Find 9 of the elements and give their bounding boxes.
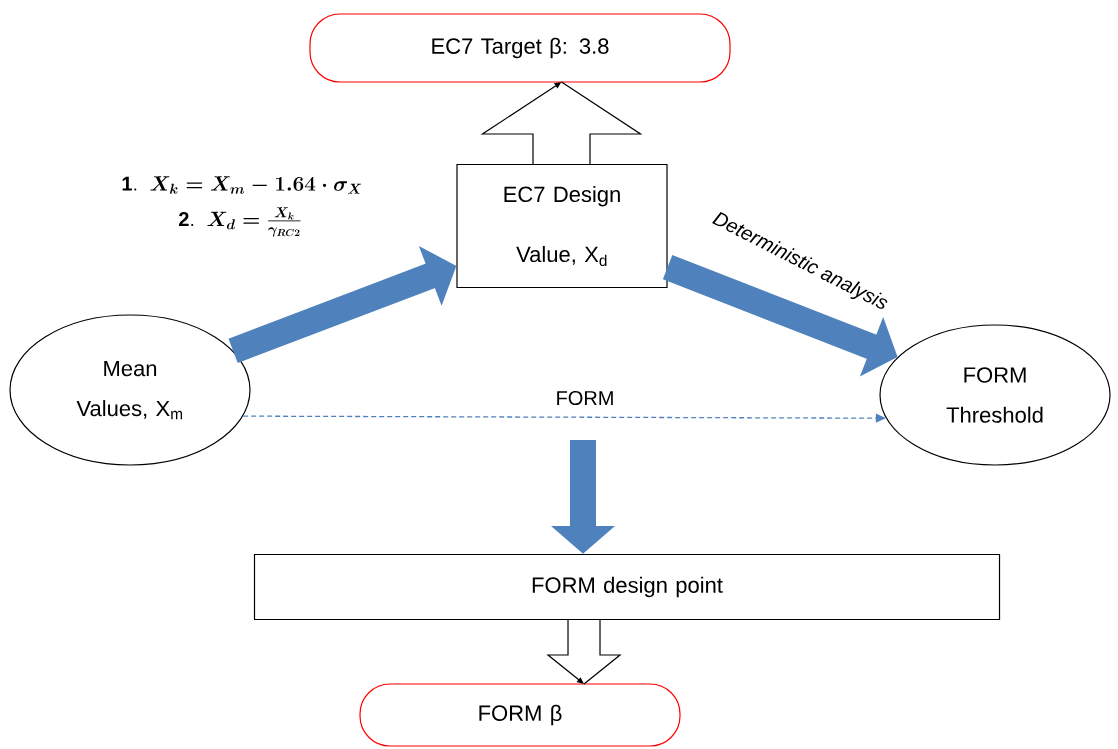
- rounded-box: EC7 Target β: 3.8: [309, 13, 731, 83]
- process-box: EC7 Design Value, X$_{d}$: [456, 163, 668, 289]
- process-box: FORM design point: [253, 553, 1001, 621]
- edge-label: FORM: [554, 389, 616, 407]
- hollow-arrow: [546, 618, 622, 685]
- hollow-arrow: [480, 81, 643, 166]
- formula: $\mathbf{2.}\;\; \boldsymbol{X_d = \frac{X_k}{\gamma_{RC2}}}$: [179, 207, 301, 237]
- rounded-box: FORM β: [359, 683, 681, 747]
- formula: $\mathbf{1.}\;\; \boldsymbol{X_k = X_m - 1.64 \cdot \sigma_X}$: [122, 176, 362, 194]
